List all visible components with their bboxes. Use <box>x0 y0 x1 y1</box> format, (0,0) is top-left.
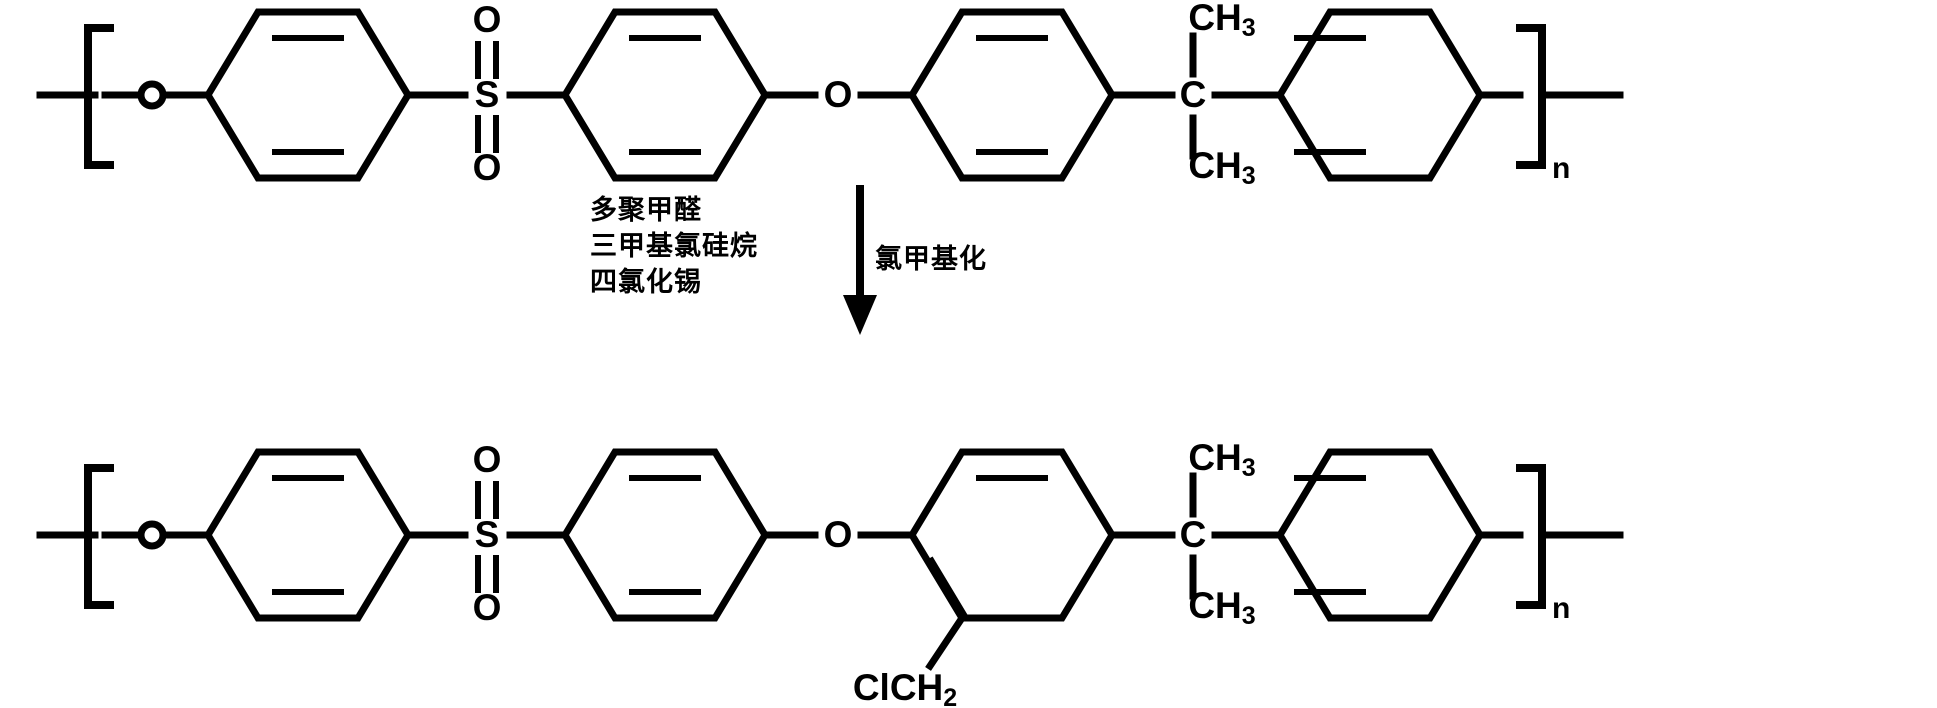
sulfone-oxygen-bottom-label-product: O <box>473 587 502 628</box>
methyl-bottom-label-product: CH3 <box>1188 585 1255 630</box>
reagent-item-2: 四氯化锡 <box>590 266 702 298</box>
reactant-structure: S O O O C <box>0 0 1937 220</box>
ether-oxygen-1-icon <box>137 80 167 110</box>
product-svg: S O O O ClCH2 C CH3 <box>36 437 1624 708</box>
ether-oxygen-2-label: O <box>824 74 853 115</box>
methyl-bottom-label: CH3 <box>1188 145 1255 190</box>
product-structure: S O O O ClCH2 C CH3 <box>0 437 1937 708</box>
sulfone-oxygen-bottom-label: O <box>473 147 502 188</box>
reaction-condition-label: 氯甲基化 <box>875 244 987 275</box>
sulfone-oxygen-top-label: O <box>473 0 502 40</box>
reagent-item-0: 多聚甲醛 <box>590 195 702 226</box>
arrow-head <box>843 295 877 335</box>
ether-oxygen-2-label-product: O <box>824 514 853 555</box>
reagents-list: 多聚甲醛 三甲基氯硅烷 四氯化锡 <box>590 193 830 301</box>
repeat-unit-n-label-product: n <box>1552 592 1570 625</box>
repeat-unit-n-label: n <box>1552 152 1570 185</box>
bond-ring3-to-chloromethyl <box>925 613 967 671</box>
reaction-arrow-svg <box>843 185 877 335</box>
reagent-item-1: 三甲基氯硅烷 <box>590 230 758 262</box>
bracket-left-product <box>84 464 114 609</box>
methyl-top-label-product: CH3 <box>1188 437 1255 482</box>
sulfone-sulfur-label-product: S <box>475 514 500 555</box>
chloromethyl-label: ClCH2 <box>853 667 957 708</box>
reaction-arrow-area: 多聚甲醛 三甲基氯硅烷 四氯化锡 氯甲基化 <box>590 185 1350 340</box>
bracket-left <box>84 24 114 169</box>
ether-oxygen-1-icon-product <box>137 520 167 550</box>
quaternary-carbon-label: C <box>1180 74 1207 115</box>
methyl-top-label: CH3 <box>1188 0 1255 42</box>
quaternary-carbon-label-product: C <box>1180 514 1207 555</box>
ring3-inner-bond-lower-left-product <box>927 556 969 620</box>
sulfone-sulfur-label: S <box>475 74 500 115</box>
sulfone-oxygen-top-label-product: O <box>473 439 502 480</box>
reactant-svg: S O O O C <box>36 0 1624 190</box>
